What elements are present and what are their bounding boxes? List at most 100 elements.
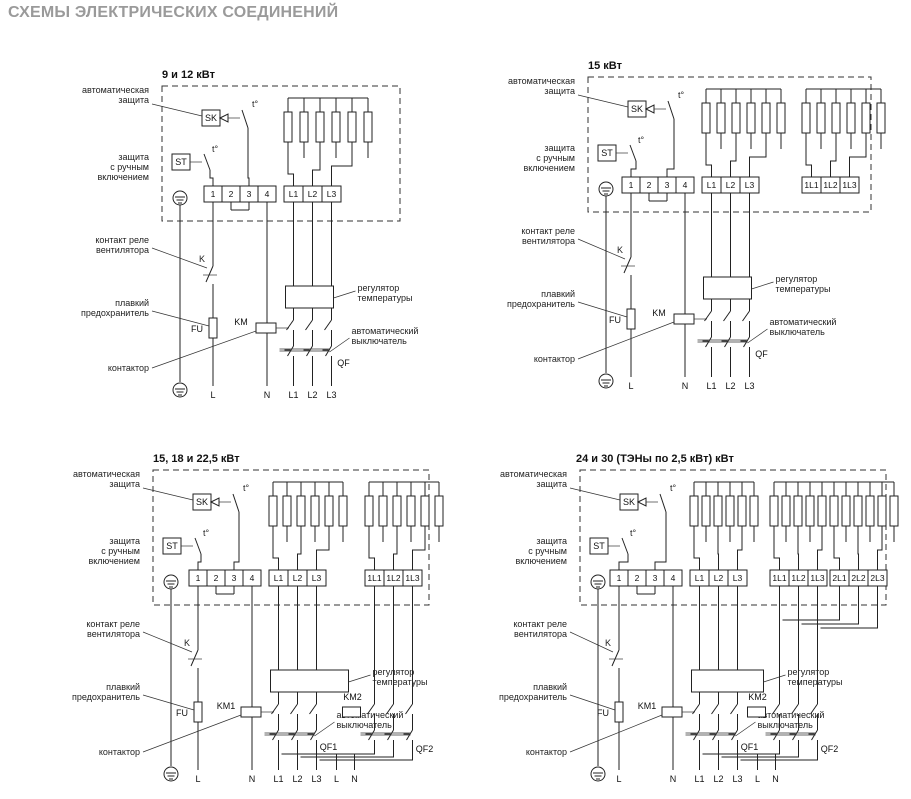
note-line: температуры — [358, 293, 413, 303]
output-phase: L2 — [725, 381, 735, 391]
contactor-blade — [730, 703, 738, 715]
note-line: включением — [88, 556, 140, 566]
heater-heater — [338, 495, 348, 527]
heater-heater — [761, 102, 771, 134]
note-line: с ручным — [536, 153, 575, 163]
leader-line — [329, 337, 350, 353]
st-label: ST — [601, 148, 613, 158]
phase-line — [702, 748, 780, 755]
breaker-label: QF2 — [416, 744, 434, 754]
output-phase: L1 — [288, 390, 298, 400]
control-terminal-label: 1 — [617, 573, 622, 583]
control-terminal-label: 1 — [211, 189, 216, 199]
note-line: плавкий — [541, 289, 575, 299]
note-line: контакт реле — [86, 619, 140, 629]
contactor-blade — [791, 703, 799, 715]
sk-label: SK — [623, 497, 635, 507]
power-terminal-label: 1L1 — [772, 573, 786, 583]
wire — [209, 170, 214, 186]
ground-symbol — [590, 574, 606, 590]
contactor-blade — [711, 703, 719, 715]
leader-line — [142, 694, 195, 711]
thermo-label: t° — [252, 99, 259, 109]
note-line: контакт реле — [513, 619, 567, 629]
heater-enclosure — [579, 469, 887, 606]
heater-wire — [412, 542, 426, 570]
output-L: L — [616, 774, 621, 784]
wire — [618, 554, 629, 570]
heater-heater — [853, 495, 863, 527]
output-N: N — [682, 381, 689, 391]
control-terminal-label: 2 — [647, 180, 652, 190]
fan-relay-label: K — [605, 638, 611, 648]
st-contact — [621, 537, 629, 555]
heater-heater — [861, 102, 871, 134]
diagram-4: 24 и 30 (ТЭНы по 2,5 кВт) кВтавтоматичес… — [499, 453, 899, 784]
output-phase: L3 — [326, 390, 336, 400]
output-phase: L3 — [732, 774, 742, 784]
note-line: защита — [118, 95, 149, 105]
phase-line — [281, 748, 375, 755]
control-terminal-label: 4 — [265, 189, 270, 199]
note-line: регулятор — [788, 667, 830, 677]
power-terminal-label: L3 — [745, 180, 755, 190]
heater-heater — [420, 495, 430, 527]
ground-circle — [598, 373, 614, 389]
contactor-label: KM2 — [343, 692, 362, 702]
contactor-blade — [309, 703, 317, 715]
note-line: плавкий — [106, 682, 140, 692]
leader-line — [569, 714, 663, 753]
note-line: с ручным — [110, 162, 149, 172]
note-line: включением — [523, 163, 575, 173]
note-line: защита — [118, 152, 149, 162]
contactor-blade — [286, 319, 294, 331]
control-terminal-label: 1 — [196, 573, 201, 583]
heater-heater — [737, 495, 747, 527]
note-line: включением — [515, 556, 567, 566]
temp-regulator — [703, 276, 752, 300]
contactor-blade — [324, 319, 332, 331]
heater-enclosure — [161, 85, 401, 222]
contactor-blade — [367, 703, 375, 715]
st-label: ST — [166, 541, 178, 551]
heater-heater — [793, 495, 803, 527]
heater-heater — [769, 495, 779, 527]
st-thermo-label: t° — [638, 135, 645, 145]
phase-line — [801, 586, 859, 625]
breaker-label: QF — [337, 358, 350, 368]
note-line: предохранитель — [72, 692, 140, 702]
leader-line — [577, 238, 626, 260]
power-terminal-label: 1L2 — [823, 180, 837, 190]
note-line: предохранитель — [499, 692, 567, 702]
note-line: автоматический — [758, 710, 825, 720]
output-phase: L2 — [307, 390, 317, 400]
contactor-label: KM — [652, 308, 666, 318]
heater-heater — [876, 102, 886, 134]
heater-heater — [713, 495, 723, 527]
leader-line — [569, 631, 614, 653]
heater-wire — [749, 149, 767, 177]
heater-heater — [746, 102, 756, 134]
leader-line — [151, 330, 257, 369]
heater-heater — [363, 111, 373, 143]
note-line: выключатель — [352, 336, 408, 346]
heater-heater — [406, 495, 416, 527]
ground-symbol — [172, 382, 188, 398]
st-thermo-label: t° — [203, 528, 210, 538]
note-line: вентилятора — [522, 236, 575, 246]
leader-line — [735, 721, 756, 737]
phase-line — [782, 586, 840, 621]
diagram-title: 15 кВт — [588, 60, 623, 72]
power-terminal-label: L2 — [308, 189, 318, 199]
power-terminal-label: L1 — [707, 180, 717, 190]
heater-wire — [705, 149, 712, 177]
leader-line — [751, 281, 774, 290]
note-line: выключатель — [770, 327, 826, 337]
heater-heater — [829, 495, 839, 527]
control-terminal-label: 3 — [247, 189, 252, 199]
heater-heater — [324, 495, 334, 527]
heater-wire — [312, 158, 321, 186]
note-line: автоматический — [337, 710, 404, 720]
